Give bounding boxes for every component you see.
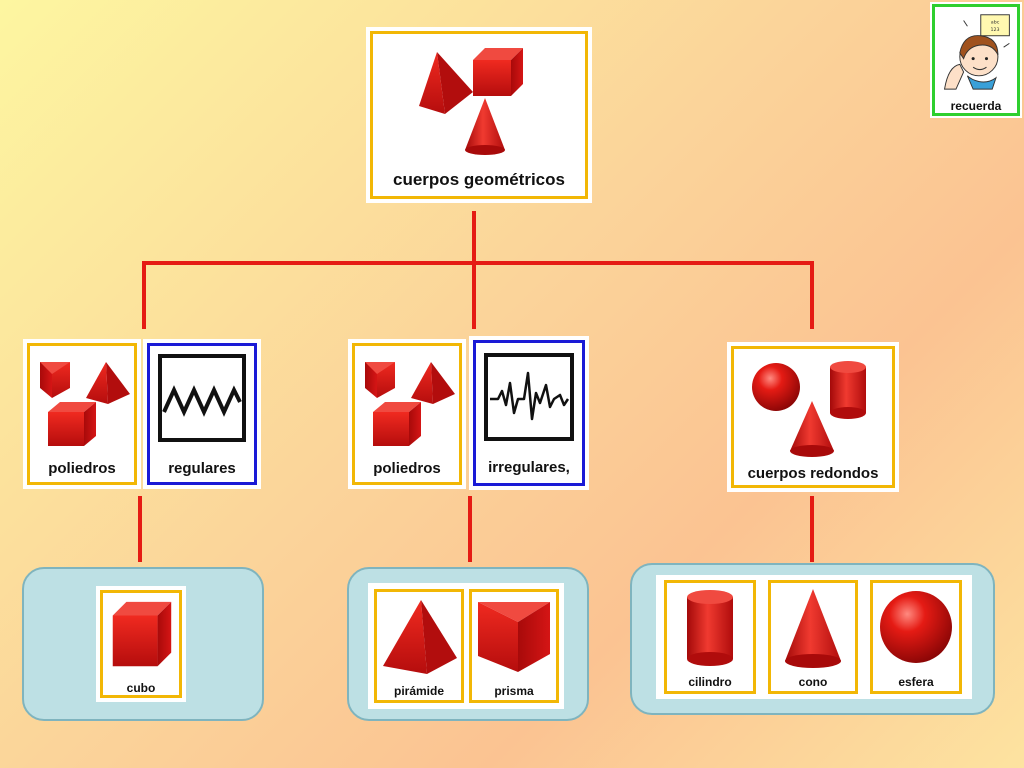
cube-icon bbox=[112, 601, 172, 667]
card-label: cuerpos redondos bbox=[747, 465, 879, 482]
connector-top-vertical bbox=[472, 211, 476, 329]
sphere-icon bbox=[880, 591, 952, 663]
card-label: poliedros bbox=[48, 460, 116, 477]
connector-horizontal bbox=[142, 261, 814, 265]
card-poliedros-1: poliedros bbox=[23, 339, 141, 489]
thinking-person-icon: abc 123 bbox=[943, 14, 1010, 90]
card-recuerda: abc 123 recuerda bbox=[930, 2, 1022, 118]
card-label: cilindro bbox=[688, 675, 732, 689]
card-label: recuerda bbox=[950, 99, 1002, 113]
connector-right-down bbox=[810, 261, 814, 329]
svg-text:abc: abc bbox=[991, 19, 1000, 25]
polyhedra-icon bbox=[365, 362, 455, 446]
connector-left-down bbox=[142, 261, 146, 329]
round-bodies-icon bbox=[752, 361, 866, 457]
polyhedra-icon bbox=[40, 362, 130, 446]
card-label: poliedros bbox=[373, 460, 441, 477]
card-cilindro: cilindro bbox=[662, 578, 758, 696]
card-label: cono bbox=[798, 675, 828, 689]
card-label: pirámide bbox=[393, 684, 444, 698]
card-label: cubo bbox=[126, 681, 156, 695]
card-label: irregulares, bbox=[488, 459, 570, 476]
cylinder-icon bbox=[687, 590, 733, 666]
card-regulares: regulares bbox=[143, 339, 261, 489]
irregular-wave-icon bbox=[484, 353, 574, 441]
connector-bottom-right bbox=[810, 496, 814, 562]
prism-icon bbox=[478, 602, 550, 672]
cone-icon bbox=[785, 589, 841, 668]
card-label: prisma bbox=[494, 684, 534, 698]
card-cubo: cubo bbox=[96, 586, 186, 702]
card-piramide: pirámide bbox=[372, 587, 466, 705]
regular-zigzag-icon bbox=[158, 354, 246, 442]
connector-bottom-left bbox=[138, 496, 142, 562]
svg-text:123: 123 bbox=[991, 27, 1000, 33]
pyramid-icon bbox=[383, 600, 457, 674]
card-poliedros-2: poliedros bbox=[348, 339, 466, 489]
connector-bottom-middle bbox=[468, 496, 472, 562]
card-irregulares: irregulares, bbox=[469, 336, 589, 490]
card-cono: cono bbox=[766, 578, 860, 696]
card-prisma: prisma bbox=[467, 587, 561, 705]
card-label: cuerpos geométricos bbox=[393, 170, 565, 189]
card-label: regulares bbox=[168, 460, 236, 477]
card-cuerpos-redondos: cuerpos redondos bbox=[727, 342, 899, 492]
card-label: esfera bbox=[898, 675, 934, 689]
geometric-shapes-icon bbox=[419, 48, 523, 155]
card-cuerpos-geometricos: cuerpos geométricos bbox=[366, 27, 592, 203]
card-esfera: esfera bbox=[868, 578, 964, 696]
